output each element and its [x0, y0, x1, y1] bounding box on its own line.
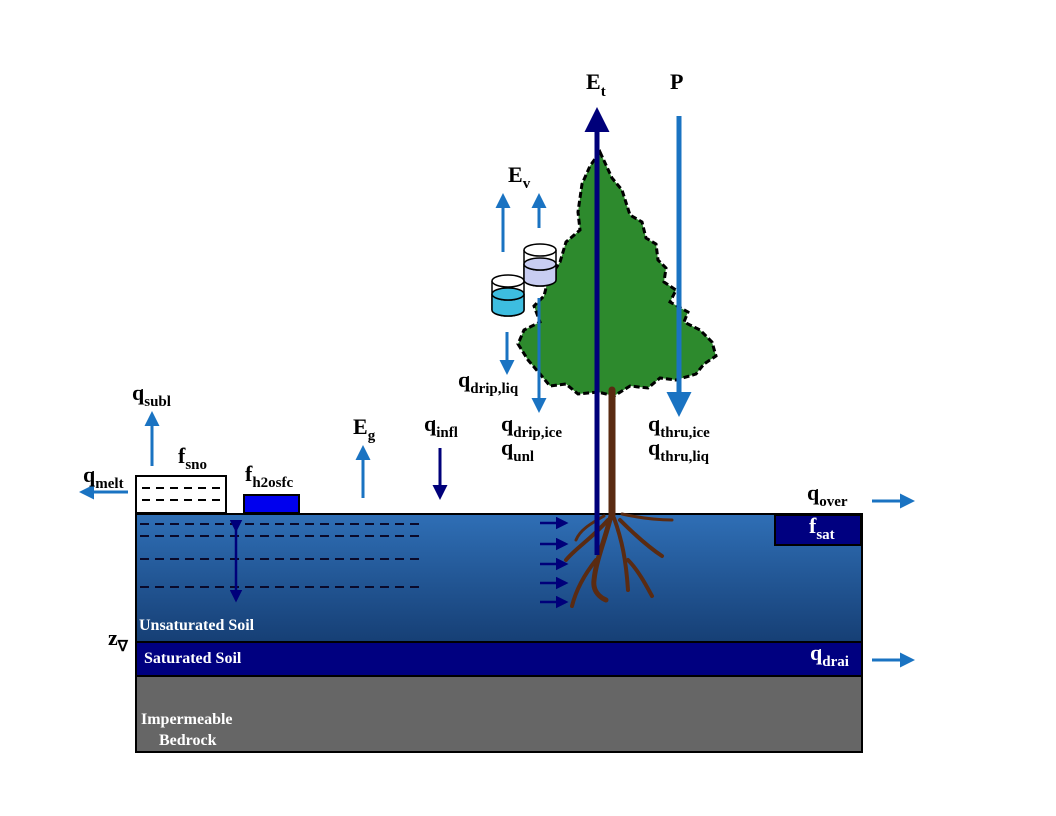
label-bedrock-line2: Bedrock: [159, 732, 217, 749]
root-uptake-arrows: [540, 516, 569, 609]
label-saturated-soil: Saturated Soil: [144, 650, 242, 667]
label-eg: Eg: [353, 414, 376, 444]
saturated-soil-layer: [135, 641, 863, 677]
label-ev: Ev: [508, 162, 531, 192]
canopy-ice-storage: [523, 243, 557, 287]
label-f-sat: fsat: [809, 513, 835, 543]
bedrock-layer: [135, 675, 863, 753]
label-p: P: [670, 69, 683, 94]
label-q-thru-liq: qthru,liq: [648, 435, 710, 465]
surface-water-box: [243, 494, 300, 514]
label-et: Et: [586, 69, 606, 100]
label-q-unl: qunl: [501, 435, 534, 465]
label-f-h2osfc: fh2osfc: [245, 461, 294, 491]
label-q-drai: qdrai: [810, 640, 849, 670]
label-unsaturated-soil: Unsaturated Soil: [139, 617, 255, 634]
label-f-sno: fsno: [178, 443, 207, 473]
canopy-liquid-storage: [491, 274, 525, 317]
label-q-thru-ice: qthru,ice: [648, 411, 710, 441]
flux-arrows: [79, 193, 915, 668]
label-q-over: qover: [807, 480, 848, 510]
label-q-subl: qsubl: [132, 380, 171, 410]
label-bedrock-line1: Impermeable: [141, 711, 233, 728]
f-sat-box: [774, 514, 862, 546]
label-q-drip-ice: qdrip,ice: [501, 411, 562, 441]
unsaturated-soil-layer: [135, 513, 863, 643]
label-q-infl: qinfl: [424, 411, 458, 441]
tree-trunk-roots: [564, 386, 674, 608]
label-q-drip-liq: qdrip,liq: [458, 367, 519, 397]
snow-pack: [135, 475, 227, 514]
label-z-water-table: z∇: [108, 625, 129, 655]
label-q-melt: qmelt: [83, 462, 124, 492]
soil-layer-dashes: [140, 523, 422, 588]
